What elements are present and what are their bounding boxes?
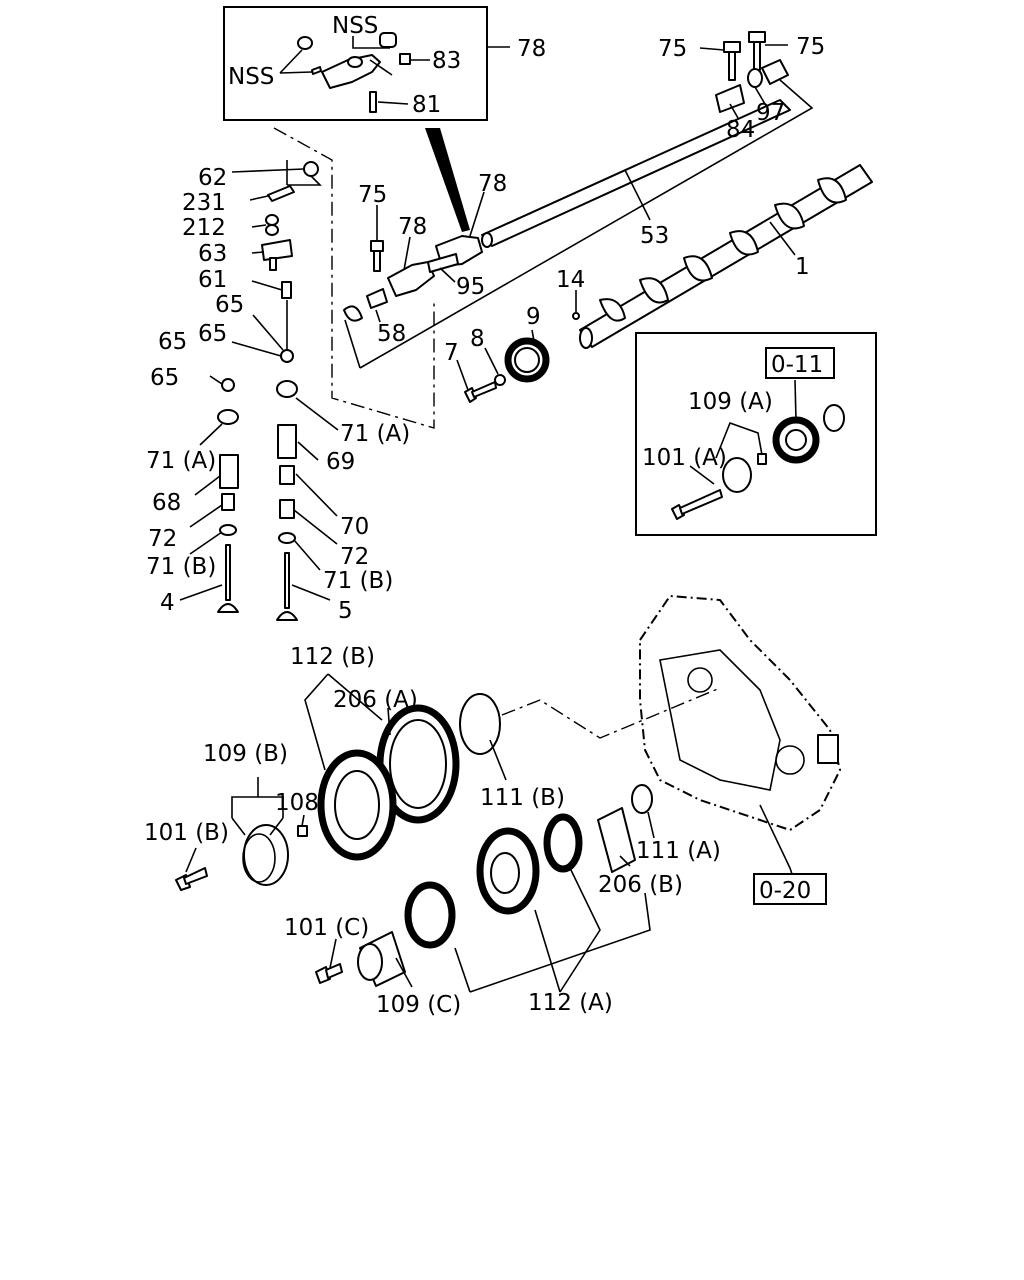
callout-78-mid-a: 78 [398,214,427,240]
callout-83: 83 [432,48,461,74]
callout-71a-left: 71 (A) [146,448,216,474]
reference-0-20: 0-20 [759,878,811,904]
callout-58: 58 [377,321,406,347]
callout-63: 63 [198,241,227,267]
callout-81: 81 [412,92,441,118]
callout-78-mid-b: 78 [478,171,507,197]
callout-111b: 111 (B) [480,785,565,811]
callout-1: 1 [795,254,810,280]
callout-212: 212 [182,215,226,241]
callout-62: 62 [198,165,227,191]
rocker-arms-mid: 75 78 78 58 95 [343,171,507,347]
callout-7: 7 [444,340,459,366]
callout-101b: 101 (B) [144,820,229,846]
callout-8: 8 [470,326,485,352]
callout-65-b: 65 [198,321,227,347]
callout-75-a: 75 [658,36,687,62]
callout-108: 108 [275,790,319,816]
cam-gear-group: 14 9 8 7 [444,267,585,403]
callout-61: 61 [198,267,227,293]
callout-53: 53 [640,223,669,249]
callout-109c: 109 (C) [376,992,461,1018]
callout-70: 70 [340,514,369,540]
callout-231: 231 [182,190,226,216]
callout-206b: 206 (B) [598,872,683,898]
callout-109b: 109 (B) [203,741,288,767]
callout-78-inset: 78 [517,36,546,62]
callout-4: 4 [160,590,175,616]
inset-pointer-arrow [425,128,470,232]
callout-112a: 112 (A) [528,990,613,1016]
callout-109a: 109 (A) [688,389,773,415]
callout-65-d: 65 [150,365,179,391]
callout-69: 69 [326,449,355,475]
callout-206a: 206 (A) [333,687,418,713]
callout-101a: 101 (A) [642,445,727,471]
gear-train: 112 (B) 206 (A) 109 (B) 108 111 (B) 101 … [144,644,721,1018]
idler-gear-inset: 0-11 109 (A) 101 (A) [635,332,877,536]
callout-95: 95 [456,274,485,300]
callout-75-b: 75 [796,34,825,60]
callout-71b-right: 71 (B) [323,568,393,594]
callout-111a: 111 (A) [636,838,721,864]
callout-68: 68 [152,490,181,516]
rocker-shaft-assembly: 75 75 84 97 53 [344,31,825,369]
callout-nss-a: NSS [332,13,378,39]
callout-72-left: 72 [148,526,177,552]
callout-65-a: 65 [215,292,244,318]
callout-71b-left: 71 (B) [146,554,216,580]
callout-101c: 101 (C) [284,915,369,941]
callout-72-right: 72 [340,544,369,570]
callout-75-mid: 75 [358,182,387,208]
timing-gear-case: 0-20 [501,595,841,905]
reference-0-11: 0-11 [771,352,823,378]
callout-9: 9 [526,304,541,330]
callout-nss-b: NSS [228,64,274,90]
callout-112b: 112 (B) [290,644,375,670]
callout-97: 97 [756,100,785,126]
valve-train-left-column: 62 231 212 63 61 65 65 65 65 71 (A) 71 (… [146,160,410,624]
callout-84: 84 [726,117,755,143]
callout-71a-right: 71 (A) [340,421,410,447]
rocker-arm-detail-inset: 78 NSS NSS 83 81 [223,6,546,121]
callout-14: 14 [556,267,585,293]
callout-5: 5 [338,598,353,624]
callout-65-c: 65 [158,329,187,355]
camshaft: 1 [579,164,873,349]
